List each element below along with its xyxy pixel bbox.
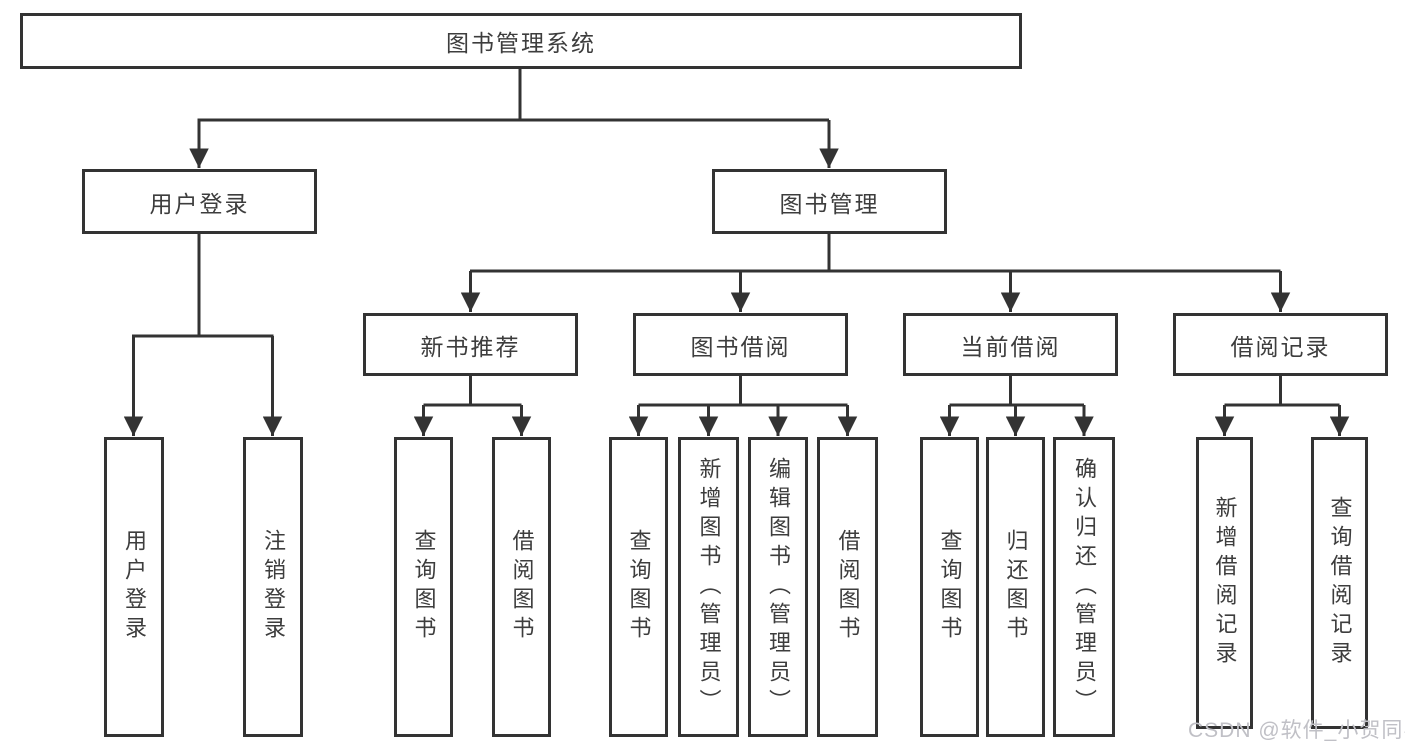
node-user-login: 用户登录 — [82, 169, 317, 234]
node-label: 图书管理系统 — [446, 30, 596, 56]
node-label: 新增图书（管理员） — [696, 456, 722, 718]
node-label: 图书管理 — [779, 190, 880, 217]
node-label: 图书借阅 — [690, 333, 791, 360]
node-label: 归还图书 — [1003, 529, 1029, 645]
node-add-books-admin: 新增图书（管理员） — [678, 437, 739, 737]
node-label: 用户登录 — [149, 190, 250, 217]
connector-trunks — [132, 68, 1340, 407]
node-label: 新书推荐 — [420, 333, 521, 360]
node-add-borrow-record: 新增借阅记录 — [1196, 437, 1253, 729]
node-book-borrowing: 图书借阅 — [633, 313, 848, 376]
csdn-watermark: CSDN @软件_小贺同学 — [1188, 719, 1405, 742]
node-return-books: 归还图书 — [986, 437, 1045, 737]
node-label: 查询借阅记录 — [1327, 496, 1353, 670]
node-label: 查询图书 — [411, 529, 437, 645]
node-label: 用户登录 — [122, 529, 147, 645]
node-query-books-current: 查询图书 — [920, 437, 979, 737]
node-label: 注销登录 — [261, 529, 286, 645]
node-logout-action: 注销登录 — [243, 437, 303, 737]
node-borrowing-records: 借阅记录 — [1173, 313, 1388, 376]
node-label: 借阅记录 — [1230, 333, 1331, 360]
node-borrow-books-recommend: 借阅图书 — [492, 437, 551, 737]
node-query-books-borrow: 查询图书 — [609, 437, 668, 737]
node-label: 新增借阅记录 — [1212, 496, 1238, 670]
node-borrow-books: 借阅图书 — [817, 437, 878, 737]
node-query-borrow-record: 查询借阅记录 — [1311, 437, 1368, 729]
node-label: 确认归还（管理员） — [1072, 456, 1097, 718]
node-label: 编辑图书（管理员） — [766, 456, 791, 718]
node-confirm-return-admin: 确认归还（管理员） — [1053, 437, 1115, 737]
node-edit-books-admin: 编辑图书（管理员） — [748, 437, 808, 737]
node-label: 借阅图书 — [835, 529, 861, 645]
node-current-borrowing: 当前借阅 — [903, 313, 1118, 376]
node-book-management: 图书管理 — [712, 169, 947, 234]
node-label: 查询图书 — [626, 529, 652, 645]
node-new-book-recommendation: 新书推荐 — [363, 313, 578, 376]
node-label: 借阅图书 — [509, 529, 535, 645]
node-query-books-recommend: 查询图书 — [394, 437, 453, 737]
node-label: 当前借阅 — [960, 333, 1061, 360]
node-user-login-action: 用户登录 — [104, 437, 164, 737]
node-library-management-system: 图书管理系统 — [20, 13, 1022, 69]
node-label: 查询图书 — [937, 529, 963, 645]
